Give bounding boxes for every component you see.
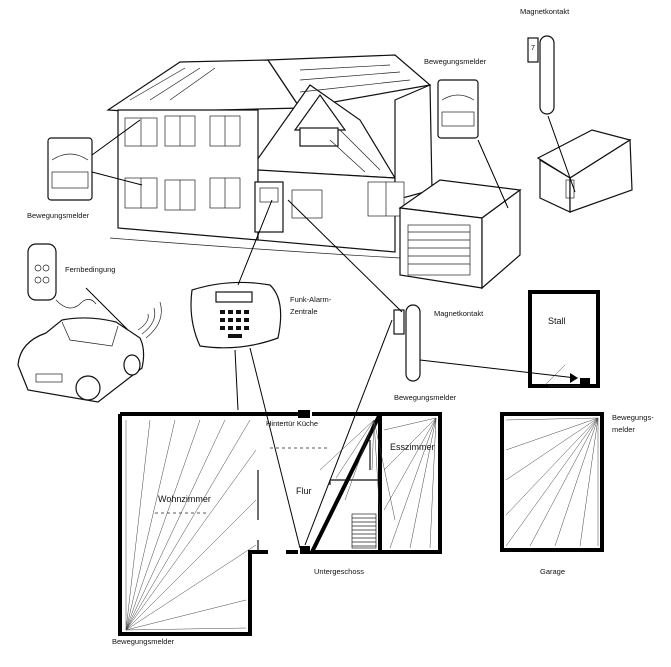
room-label-stall: Stall (548, 316, 566, 326)
main-floor-plan (118, 410, 396, 636)
magnetic-contact-device-top: 7 (527, 35, 555, 115)
room-label-untergeschoss: Untergeschoss (314, 567, 364, 576)
motion-sensor-device-left (47, 137, 93, 201)
stall-plan (528, 290, 600, 388)
alarm-control-panel-device (190, 281, 282, 349)
motion-sensor-device-top (437, 79, 479, 139)
remote-control-device (27, 243, 97, 309)
shed-illustration (536, 129, 633, 213)
bewegungsmelder-bottom-label: Bewegungsmelder (112, 637, 175, 646)
bewegungsmelder-mid-label: Bewegungsmelder (394, 393, 457, 402)
fernbedingung-label: Fernbedingung (65, 265, 115, 274)
bewegungsmelder-garage-label-1: Bewegungs- (612, 413, 654, 422)
house-illustration (106, 54, 433, 259)
room-label-flur: Flur (296, 486, 312, 496)
svg-text:7: 7 (531, 43, 535, 52)
funk-alarm-zentrale-label-2: Zentrale (290, 307, 318, 316)
garage-plan (500, 412, 604, 552)
car-illustration (17, 301, 162, 403)
magnetic-contact-device-mid (393, 304, 421, 382)
magnetkontakt-top-label: Magnetkontakt (520, 7, 570, 16)
bewegungsmelder-left-label: Bewegungsmelder (27, 211, 90, 220)
esszimmer-extension (380, 412, 442, 554)
room-label-garage: Garage (540, 567, 565, 576)
magnetkontakt-mid-label: Magnetkontakt (434, 309, 484, 318)
bewegungsmelder-garage-label-2: melder (612, 425, 635, 434)
room-label-hintertuer-kueche: Hintertür Küche (266, 419, 318, 428)
funk-alarm-zentrale-label-1: Funk-Alarm- (290, 295, 332, 304)
bewegungsmelder-top-label: Bewegungsmelder (424, 57, 487, 66)
room-label-wohnzimmer: Wohnzimmer (158, 494, 211, 504)
room-label-esszimmer: Esszimmer (390, 442, 435, 452)
attached-garage-illustration (398, 179, 522, 290)
